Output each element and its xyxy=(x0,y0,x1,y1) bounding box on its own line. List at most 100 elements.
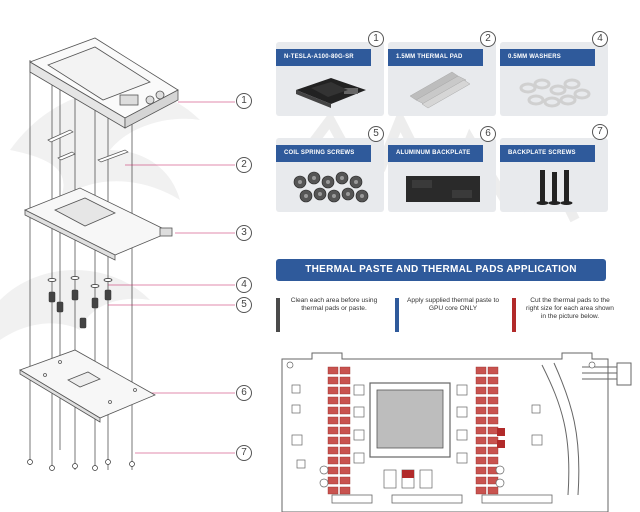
part-number-2: 2 xyxy=(480,31,496,47)
part-label: ALUMINUM BACKPLATE xyxy=(388,145,483,162)
thermal-pad-part xyxy=(47,129,129,163)
thermal-pad xyxy=(327,446,339,455)
part-label: BACKPLATE SCREWS xyxy=(500,145,595,162)
part-number-7: 7 xyxy=(592,124,608,140)
backplate-screws-part xyxy=(27,459,135,471)
spring-screws-icon xyxy=(293,171,369,203)
thermal-pad-icon xyxy=(409,71,471,109)
thermal-pad xyxy=(487,386,499,395)
note-marker xyxy=(276,298,280,332)
thermal-pad xyxy=(339,416,351,425)
thermal-application-banner: THERMAL PASTE AND THERMAL PADS APPLICATI… xyxy=(276,259,606,281)
thermal-pad xyxy=(487,426,499,435)
part-card-2: 1.5MM THERMAL PAD xyxy=(388,42,496,116)
thermal-pad xyxy=(475,476,487,485)
thermal-pad xyxy=(327,486,339,495)
thermal-pad xyxy=(475,486,487,495)
thermal-pad xyxy=(339,466,351,475)
thermal-pad xyxy=(327,376,339,385)
backplate-icon xyxy=(406,176,480,202)
thermal-pad xyxy=(327,406,339,415)
part-number-6: 6 xyxy=(480,126,496,142)
part-label: N-TESLA-A100-80G-SR xyxy=(276,49,371,66)
part-card-5: COIL SPRING SCREWS xyxy=(276,138,384,212)
part-card-6: ALUMINUM BACKPLATE xyxy=(388,138,496,212)
thermal-pad xyxy=(339,396,351,405)
note-paste: Apply supplied thermal paste to GPU core… xyxy=(395,296,500,336)
thermal-pad xyxy=(475,466,487,475)
thermal-pads-right xyxy=(475,366,499,495)
note-cut-pads: Cut the thermal pads to the right size f… xyxy=(512,296,617,336)
water-block-part xyxy=(29,37,179,129)
part-number-5: 5 xyxy=(368,126,384,142)
part-card-1: N-TESLA-A100-80G-SR xyxy=(276,42,384,116)
part-card-7: BACKPLATE SCREWS xyxy=(500,138,608,212)
thermal-pad xyxy=(327,396,339,405)
callout-1: 1 xyxy=(236,93,252,109)
thermal-pad xyxy=(339,446,351,455)
thermal-pads-left xyxy=(327,366,351,495)
exploded-assembly-diagram xyxy=(19,37,235,471)
thermal-pad xyxy=(475,396,487,405)
backplate-screws-icon xyxy=(536,170,573,205)
thermal-pad xyxy=(327,456,339,465)
thermal-pad xyxy=(487,486,499,495)
thermal-pad xyxy=(475,386,487,395)
thermal-pad xyxy=(339,436,351,445)
thermal-pad xyxy=(487,446,499,455)
thermal-pad xyxy=(475,366,487,375)
callout-7: 7 xyxy=(236,445,252,461)
spring-screws-part xyxy=(48,289,112,329)
thermal-pad xyxy=(339,376,351,385)
washers-part xyxy=(47,276,113,288)
thermal-pad xyxy=(475,426,487,435)
thermal-pad xyxy=(339,386,351,395)
thermal-pad xyxy=(339,426,351,435)
washers-icon xyxy=(519,78,591,108)
thermal-pad xyxy=(487,406,499,415)
note-text: Clean each area before using thermal pad… xyxy=(290,297,378,312)
thermal-pad xyxy=(487,416,499,425)
callout-5: 5 xyxy=(236,297,252,313)
note-marker xyxy=(395,298,399,332)
part-label: 1.5MM THERMAL PAD xyxy=(388,49,483,66)
thermal-pad xyxy=(327,416,339,425)
thermal-pad xyxy=(327,426,339,435)
thermal-pad xyxy=(339,366,351,375)
water-block-icon xyxy=(296,78,366,108)
note-text: Apply supplied thermal paste to GPU core… xyxy=(407,297,500,312)
pcb-pad-layout-diagram xyxy=(281,352,632,512)
thermal-pad xyxy=(475,406,487,415)
thermal-pad xyxy=(487,396,499,405)
thermal-pad xyxy=(475,456,487,465)
note-marker xyxy=(512,298,516,332)
thermal-pad xyxy=(475,376,487,385)
callout-2: 2 xyxy=(236,157,252,173)
thermal-pad xyxy=(339,476,351,485)
backplate-part xyxy=(19,349,156,423)
thermal-pad xyxy=(327,476,339,485)
note-clean: Clean each area before using thermal pad… xyxy=(276,296,381,336)
thermal-pad xyxy=(487,376,499,385)
thermal-pad xyxy=(475,416,487,425)
pcb-part xyxy=(24,187,173,261)
thermal-pad xyxy=(339,456,351,465)
part-label: 0.5MM WASHERS xyxy=(500,49,595,66)
thermal-pad xyxy=(475,436,487,445)
callout-4: 4 xyxy=(236,277,252,293)
part-number-4: 4 xyxy=(592,31,608,47)
thermal-pad xyxy=(327,466,339,475)
thermal-pad xyxy=(487,366,499,375)
thermal-pad xyxy=(339,406,351,415)
thermal-pad xyxy=(487,436,499,445)
callout-6: 6 xyxy=(236,385,252,401)
thermal-pad xyxy=(327,386,339,395)
part-number-1: 1 xyxy=(368,31,384,47)
note-text: Cut the thermal pads to the right size f… xyxy=(526,297,614,320)
thermal-pad xyxy=(327,366,339,375)
thermal-pad xyxy=(487,456,499,465)
thermal-pad xyxy=(339,486,351,495)
part-label: COIL SPRING SCREWS xyxy=(276,145,371,162)
thermal-pad xyxy=(475,446,487,455)
